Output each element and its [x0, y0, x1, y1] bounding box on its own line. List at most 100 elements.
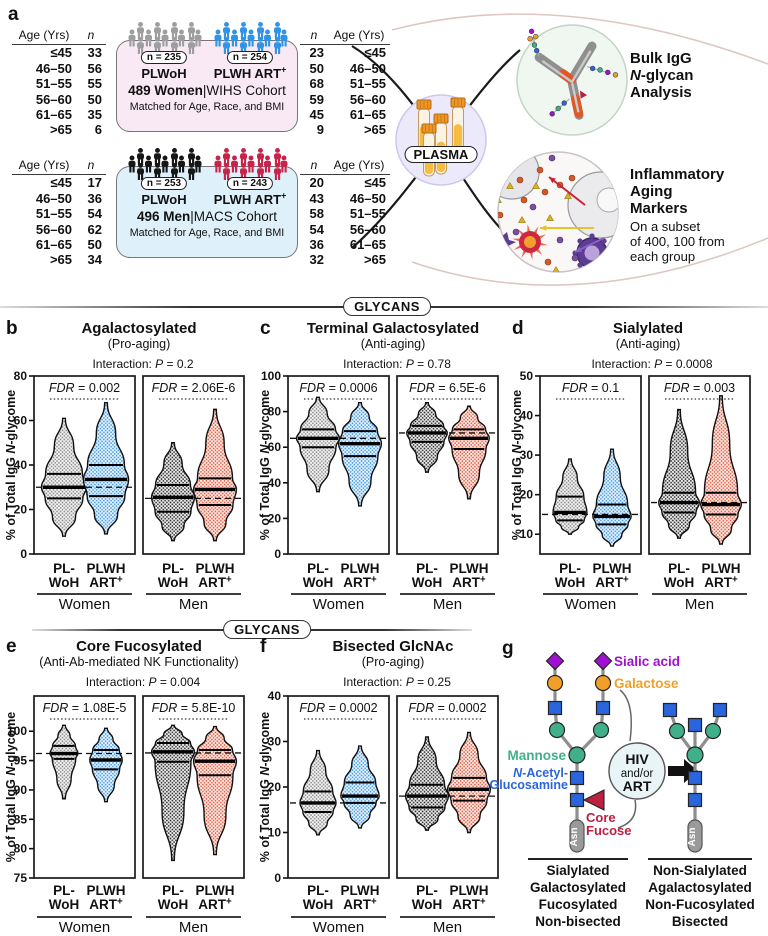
y-tick-label: 20 — [14, 503, 28, 517]
x-tick-label: WoH — [412, 575, 443, 590]
panel-a-letter: a — [8, 4, 19, 25]
hiv-label: and/or — [621, 768, 654, 780]
table-cell: 55 — [87, 76, 102, 92]
right-caption-line: Bisected — [672, 914, 728, 929]
glcnac-icon — [687, 717, 703, 733]
x-tick-label: WoH — [49, 575, 80, 590]
x-tick-label: PL- — [53, 883, 75, 898]
panel-b-subtitle: (Pro-aging) — [107, 337, 171, 351]
table-cell: ≤45 — [50, 175, 72, 191]
violin-men-red — [446, 731, 492, 834]
plot-box-men — [396, 375, 499, 555]
glcnac-icon — [662, 702, 678, 718]
panel-b-letter: b — [6, 318, 18, 339]
table-cell: 50 — [87, 237, 102, 253]
x-tick-label: ART+ — [198, 574, 232, 590]
hiv-label: HIV — [625, 751, 649, 767]
fdr-label: FDR = 0.0006 — [299, 381, 377, 395]
violin-women-blue — [82, 402, 130, 535]
left-caption-line: Non-bisected — [535, 914, 621, 929]
violin-men-black — [406, 402, 448, 473]
y-tick-label: 90 — [14, 783, 28, 797]
panel-c-letter: c — [260, 318, 271, 339]
group-label: Men — [685, 596, 714, 613]
table-cell: >65 — [49, 252, 72, 268]
fdr-label: FDR = 6.5E-6 — [409, 381, 486, 395]
table-cell: 34 — [87, 252, 102, 268]
x-tick-label: PL- — [559, 561, 581, 576]
group-label: Men — [433, 596, 462, 613]
glcnac-icon — [712, 702, 728, 718]
plasma-tube-icon — [433, 113, 449, 175]
table-cell: 56–60 — [35, 91, 72, 107]
y-tick-label: 0 — [20, 547, 27, 561]
y-tick-label: 80 — [14, 369, 28, 383]
decorative-arc-bottom — [411, 237, 768, 286]
table-cell: 6 — [94, 122, 102, 138]
glcnac-label: N-Acetyl- — [513, 766, 568, 780]
y-tick-label: 40 — [268, 476, 282, 490]
table-cell: ≤45 — [50, 45, 72, 61]
table-header: Age (Yrs) — [328, 28, 390, 46]
panel-b-title: Agalactosylated — [81, 320, 197, 337]
core-fucose-label: Core — [586, 810, 616, 825]
x-tick-label: WoH — [158, 897, 189, 912]
panel-b-interaction: Interaction: P = 0.2 — [92, 357, 194, 371]
x-tick-label: PL- — [668, 561, 690, 576]
table-header: Age (Yrs) — [12, 28, 76, 46]
panel-d-interaction: Interaction: P = 0.0008 — [591, 357, 713, 371]
x-tick-label: PL- — [53, 561, 75, 576]
group-label: Men — [433, 919, 462, 936]
table-cell: 43 — [309, 190, 324, 206]
sialic-acid-icon — [545, 651, 565, 671]
violin-women-blue — [340, 745, 380, 829]
x-tick-label: WoH — [303, 575, 334, 590]
glcnac-icon — [547, 700, 563, 716]
x-tick-label: ART+ — [89, 574, 123, 590]
table-cell: 23 — [309, 45, 324, 61]
glycans-banner-2: GLYCANS — [223, 620, 311, 639]
hiv-art-circle — [608, 742, 666, 800]
n-pill: n = 235 — [140, 51, 188, 64]
y-axis-label: % of Total IgG N-glycome — [258, 712, 272, 863]
table-cell: 33 — [87, 45, 102, 61]
group-name: PLWH ART+ — [213, 64, 287, 81]
table-cell: 51–55 — [349, 76, 386, 92]
galactose-icon — [594, 674, 612, 692]
fdr-label: FDR = 5.8E-10 — [152, 701, 236, 715]
table-cell: 61–65 — [35, 107, 72, 123]
panel-f-title: Bisected GlcNAc — [332, 638, 454, 655]
group-label: Women — [313, 596, 364, 613]
x-tick-label: PL- — [307, 561, 329, 576]
asn-capsule — [687, 819, 703, 853]
table-cell: 9 — [316, 122, 324, 138]
left-caption-line: Sialylated — [546, 863, 609, 878]
y-tick-label: 95 — [14, 754, 28, 768]
table-header: n — [300, 158, 328, 176]
y-tick-label: 30 — [520, 448, 534, 462]
x-tick-label: PLWH — [702, 561, 741, 576]
plot-box-men — [648, 375, 751, 555]
glcnac-icon — [687, 770, 703, 786]
table-cell: 46–50 — [349, 190, 386, 206]
x-tick-label: PLWH — [450, 561, 489, 576]
mannose-icon — [568, 746, 586, 764]
y-tick-label: 20 — [520, 488, 534, 502]
table-cell: 59 — [309, 91, 324, 107]
table-cell: 61–65 — [349, 237, 386, 253]
x-tick-label: ART+ — [198, 896, 232, 912]
table-cell: 56–60 — [35, 221, 72, 237]
table-cell: 54 — [309, 221, 324, 237]
y-tick-label: 100 — [261, 369, 281, 383]
violin-women-blue — [592, 448, 632, 547]
table-cell: 46–50 — [35, 60, 72, 76]
asn-label: Asn — [569, 828, 580, 847]
mannose-icon — [592, 721, 610, 739]
violin-men-red — [192, 725, 238, 856]
